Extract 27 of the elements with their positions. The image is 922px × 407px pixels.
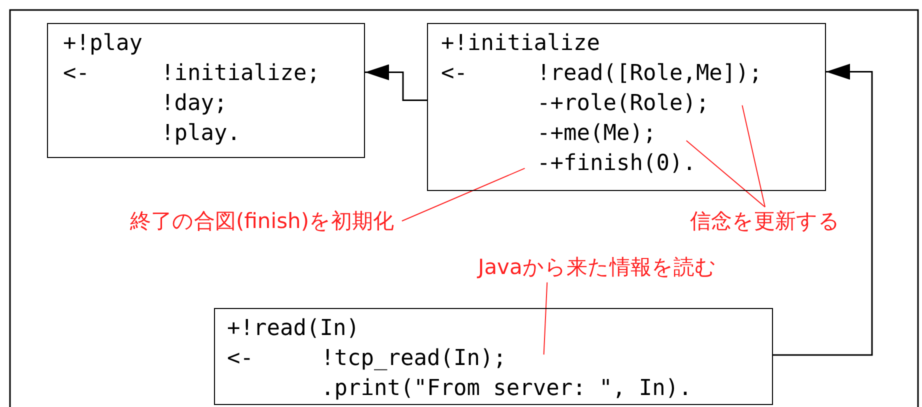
code-line: .print("From server: ", In). [321, 375, 692, 403]
code-line: !read([Role,Me]); [537, 60, 762, 88]
code-box [47, 23, 365, 158]
code-line: !initialize; [161, 60, 320, 88]
code-box [214, 308, 773, 405]
annotation-text: Javaから来た情報を読む [478, 253, 716, 281]
code-box [427, 23, 826, 191]
leader-line [686, 140, 766, 208]
code-line: -+me(Me); [537, 120, 656, 148]
code-line: +!initialize [441, 30, 600, 58]
code-line: <- [441, 60, 468, 88]
code-line: <- [227, 345, 254, 373]
code-line: <- [63, 60, 90, 88]
code-line: -+finish(0). [537, 150, 696, 178]
code-line: +!play [63, 30, 142, 58]
arrow [773, 64, 873, 356]
arrow [365, 64, 427, 102]
code-line: !day; [161, 90, 228, 118]
leader-line [742, 104, 766, 208]
leader-line [543, 282, 548, 356]
code-line: !play. [161, 120, 240, 148]
annotation-text: 終了の合図(finish)を初期化 [130, 207, 394, 235]
code-line: -+role(Role); [537, 90, 710, 118]
code-line: !tcp_read(In); [321, 345, 506, 373]
code-line: +!read(In) [227, 315, 360, 343]
annotation-text: 信念を更新する [690, 207, 840, 235]
leader-line [401, 168, 526, 222]
